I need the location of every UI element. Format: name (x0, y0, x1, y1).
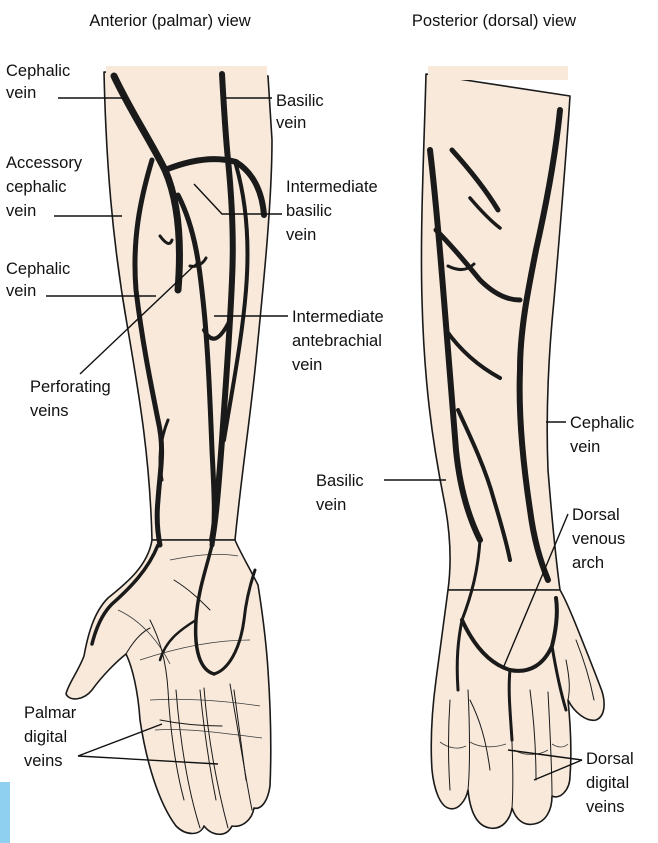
label-line: Cephalic (6, 260, 70, 278)
anterior-arm (66, 66, 272, 834)
label-line: vein (6, 202, 36, 220)
posterior-view-title: Posterior (dorsal) view (412, 12, 576, 30)
label-line: Basilic (316, 472, 364, 490)
posterior-hand-outline (431, 590, 604, 828)
label-post-basilic: Basilic vein (316, 472, 446, 514)
label-line: veins (586, 798, 625, 816)
label-line: Cephalic (570, 414, 634, 432)
anterior-hand-outline (66, 540, 271, 834)
label-line: vein (570, 438, 600, 456)
label-post-cephalic: Cephalic vein (546, 414, 634, 456)
label-line: Basilic (276, 92, 324, 110)
label-line: Dorsal (586, 750, 634, 768)
anterior-view-title: Anterior (palmar) view (89, 12, 250, 30)
label-line: digital (586, 774, 629, 792)
label-line: vein (276, 114, 306, 132)
label-line: venous (572, 530, 625, 548)
label-line: vein (6, 84, 36, 102)
label-line: cephalic (6, 178, 67, 196)
label-line: vein (6, 282, 36, 300)
label-line: veins (30, 402, 69, 420)
label-line: veins (24, 752, 63, 770)
label-line: Palmar (24, 704, 77, 722)
label-line: Cephalic (6, 62, 70, 80)
label-line: vein (292, 356, 322, 374)
label-line: arch (572, 554, 604, 572)
label-line: Intermediate (286, 178, 378, 196)
label-line: antebrachial (292, 332, 382, 350)
label-line: digital (24, 728, 67, 746)
label-line: Accessory (6, 154, 83, 172)
label-line: Dorsal (572, 506, 620, 524)
label-line: Perforating (30, 378, 111, 396)
label-line: vein (316, 496, 346, 514)
label-line: vein (286, 226, 316, 244)
label-ant-accessory-cephalic: Accessory cephalic vein (6, 154, 122, 220)
anterior-forearm-outline (104, 72, 272, 540)
corner-tab (0, 782, 10, 843)
label-line: Intermediate (292, 308, 384, 326)
label-line: basilic (286, 202, 332, 220)
